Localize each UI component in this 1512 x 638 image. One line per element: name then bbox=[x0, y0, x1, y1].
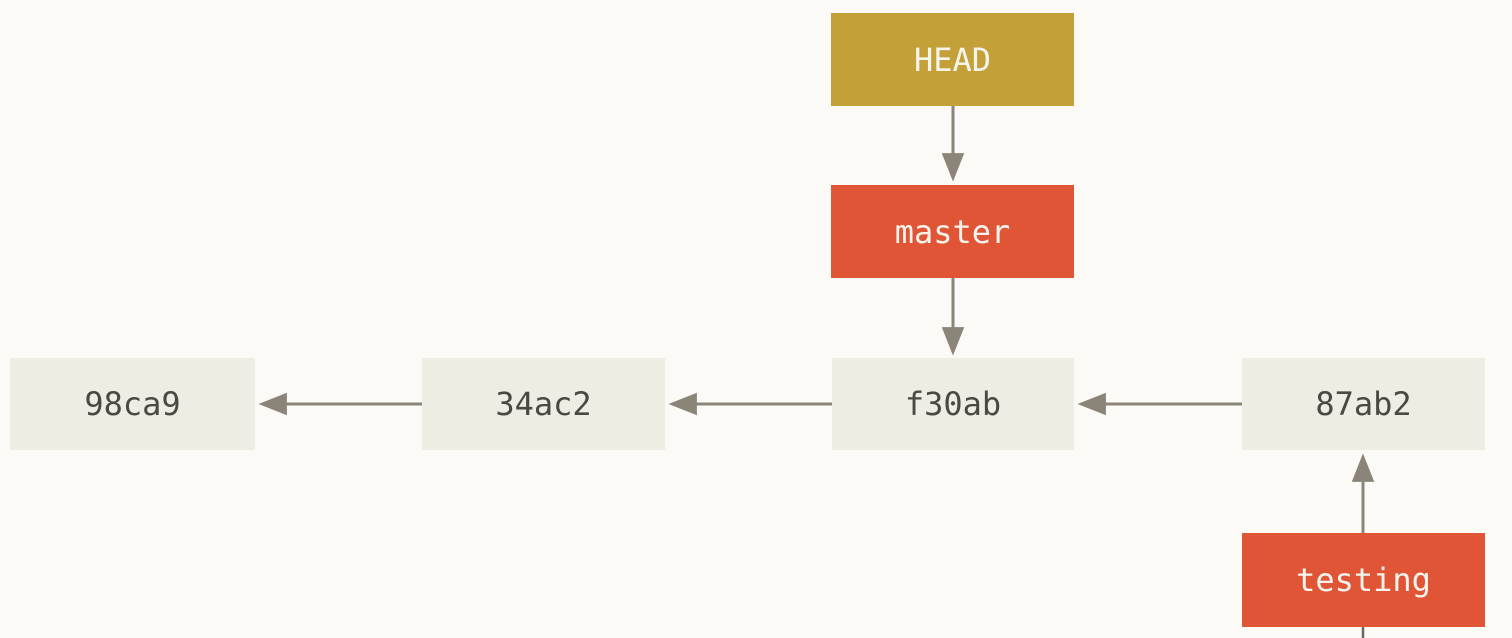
branch-node-testing: testing bbox=[1242, 533, 1485, 627]
commit-node-34ac2: 34ac2 bbox=[422, 358, 665, 450]
branch-node-master: master bbox=[831, 185, 1074, 278]
commit-node-98ca9: 98ca9 bbox=[10, 358, 255, 450]
head-pointer-node: HEAD bbox=[831, 13, 1074, 106]
commit-node-87ab2: 87ab2 bbox=[1242, 358, 1485, 450]
commit-node-f30ab: f30ab bbox=[832, 358, 1074, 450]
